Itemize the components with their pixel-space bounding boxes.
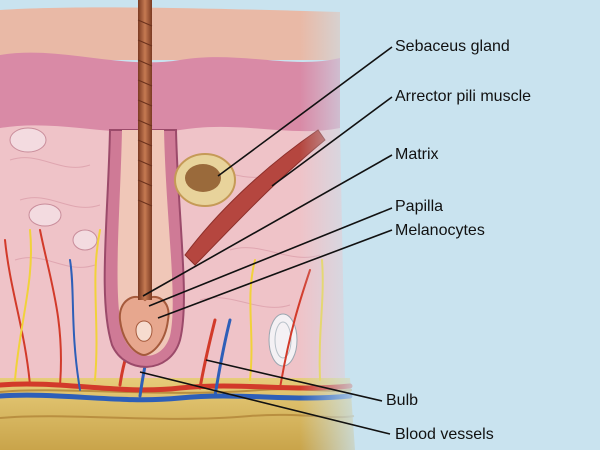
papilla bbox=[135, 320, 153, 342]
label-matrix: Matrix bbox=[395, 146, 439, 163]
leader-arrector bbox=[271, 96, 393, 187]
background-fade bbox=[300, 0, 370, 450]
sweat-gland-left-top bbox=[9, 127, 47, 153]
label-sebaceous-gland: Sebaceus gland bbox=[395, 38, 510, 55]
hair-shaft bbox=[138, 0, 152, 300]
label-papilla: Papilla bbox=[395, 198, 444, 215]
label-melanocytes: Melanocytes bbox=[395, 222, 485, 239]
leader-lines bbox=[139, 46, 393, 435]
sweat-gland-left-mid bbox=[28, 203, 62, 227]
label-arrector-pili-muscle: Arrector pili muscle bbox=[395, 88, 532, 105]
leader-blood-vessels bbox=[139, 371, 391, 435]
label-bulb: Bulb bbox=[386, 392, 419, 409]
hair-follicle bbox=[103, 0, 326, 368]
leader-sebaceous bbox=[217, 46, 393, 177]
sweat-gland-left-low bbox=[72, 229, 98, 251]
corpuscle bbox=[268, 313, 298, 367]
leader-matrix bbox=[142, 154, 393, 297]
skin-surface bbox=[0, 7, 340, 60]
leader-bulb bbox=[205, 359, 383, 402]
leader-papilla bbox=[148, 207, 393, 307]
leader-melanocytes bbox=[157, 229, 393, 319]
epidermis bbox=[0, 52, 340, 135]
label-blood-vessels: Blood vessels bbox=[395, 426, 494, 443]
